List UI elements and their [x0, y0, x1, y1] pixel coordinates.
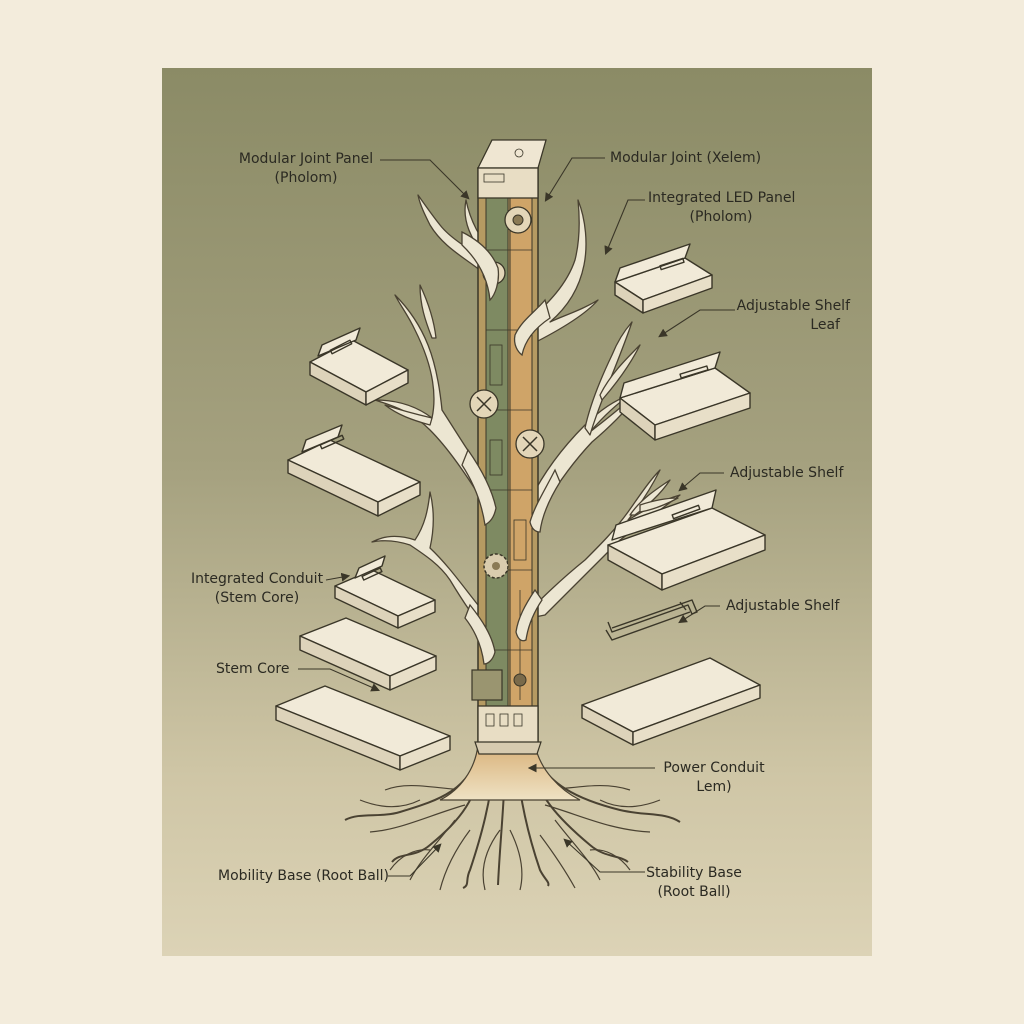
label-stability-base: Stability Base (Root Ball) [646, 865, 742, 900]
leaf-low-right [515, 588, 543, 642]
shelf-right-3 [607, 489, 766, 591]
leaf-upper-right [513, 298, 551, 357]
leaf-low-left [464, 603, 496, 665]
label-modular-joint-panel: Modular Joint Panel (Pholom) [238, 151, 374, 186]
stem-column [469, 139, 547, 755]
label-modular-joint-xelem: Modular Joint (Xelem) [610, 150, 762, 166]
label-adjustable-shelf-leaf: Adjustable Shelf Leaf [736, 298, 850, 333]
root-flare [439, 744, 581, 801]
shelf-left-1 [309, 327, 409, 406]
label-stem-core: Stem Core [216, 661, 290, 677]
label-mobility-base: Mobility Base (Root Ball) [218, 868, 390, 884]
leaf-mid-right [529, 468, 561, 533]
leaf-upper-left [461, 230, 500, 302]
shelf-right-1 [614, 243, 713, 314]
label-integrated-led-panel: Integrated LED Panel (Pholom) [648, 190, 796, 225]
shelf-left-5 [275, 685, 451, 771]
label-power-conduit: Power Conduit Lem) [663, 760, 765, 795]
shelf-right-4 [581, 657, 761, 746]
shelf-right-2 [619, 351, 751, 441]
leader-lines [298, 157, 735, 877]
label-adjustable-shelf-1: Adjustable Shelf [730, 465, 844, 481]
label-integrated-conduit: Integrated Conduit (Stem Core) [190, 571, 324, 606]
leaf-mid-left [461, 448, 497, 527]
label-adjustable-shelf-2: Adjustable Shelf [726, 598, 840, 614]
shelf-left-4 [299, 617, 437, 691]
shelves [275, 243, 766, 771]
shelf-left-3 [334, 555, 436, 629]
shelf-left-2 [287, 424, 421, 517]
